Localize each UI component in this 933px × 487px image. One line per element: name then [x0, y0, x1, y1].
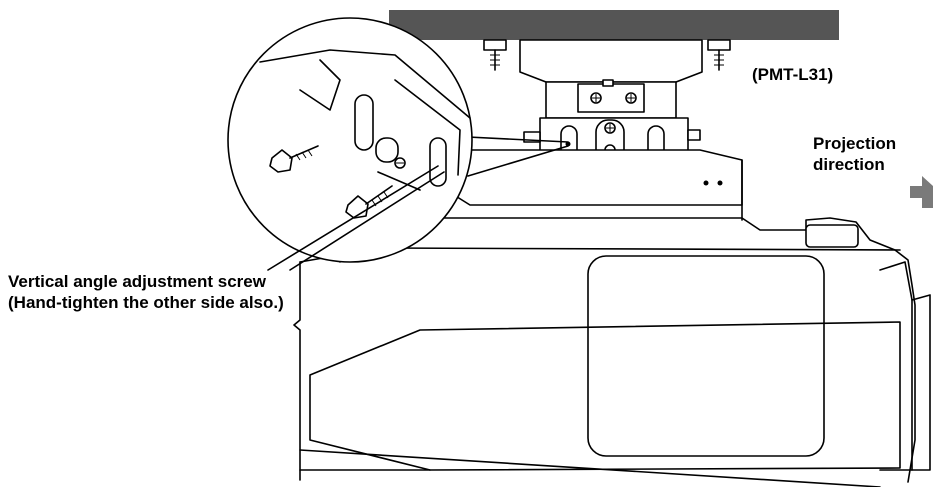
screw-label: Vertical angle adjustment screw (Hand-ti…	[8, 271, 284, 313]
plate-dot-2	[717, 180, 723, 186]
projection-direction-label: Projection direction	[813, 133, 896, 175]
bracket-screw-top	[604, 122, 616, 134]
plate-dot-1	[703, 180, 709, 186]
projector-mount-plate	[429, 149, 743, 206]
detail-slot-upper	[354, 94, 374, 151]
projector-front-edge	[911, 294, 931, 471]
detail-pin	[375, 137, 399, 163]
mount-notch	[602, 79, 614, 87]
side-screw-left	[523, 131, 541, 143]
projection-direction-line1: Projection	[813, 134, 897, 153]
ceiling-plate	[389, 10, 839, 40]
ceiling-bolt-right	[707, 39, 731, 71]
screw-label-line1: Vertical angle adjustment screw	[8, 272, 266, 291]
arrow-right-icon	[910, 176, 933, 208]
callout-line-1	[267, 165, 439, 271]
projection-direction-line2: direction	[813, 155, 885, 174]
projector-body	[339, 217, 916, 483]
projector-lens-housing	[879, 261, 913, 471]
top-knob	[805, 224, 859, 248]
ceiling-bolt-left	[483, 39, 507, 71]
side-screw-right	[687, 129, 701, 141]
screw-label-line2: (Hand-tighten the other side also.)	[8, 293, 284, 312]
callout-line-2	[289, 171, 445, 271]
projector-panel	[587, 255, 825, 457]
model-label: (PMT-L31)	[752, 65, 834, 84]
projector-left-edge	[293, 261, 301, 481]
magnified-detail	[227, 17, 473, 263]
mount-screw-2	[625, 92, 637, 104]
projector-lower-body	[309, 321, 901, 471]
mount-screw-1	[590, 92, 602, 104]
detail-screw-upper	[269, 145, 319, 173]
mount-plate	[577, 83, 645, 113]
zoom-leader-bottom	[467, 145, 569, 177]
mount-bracket-top	[519, 39, 703, 83]
